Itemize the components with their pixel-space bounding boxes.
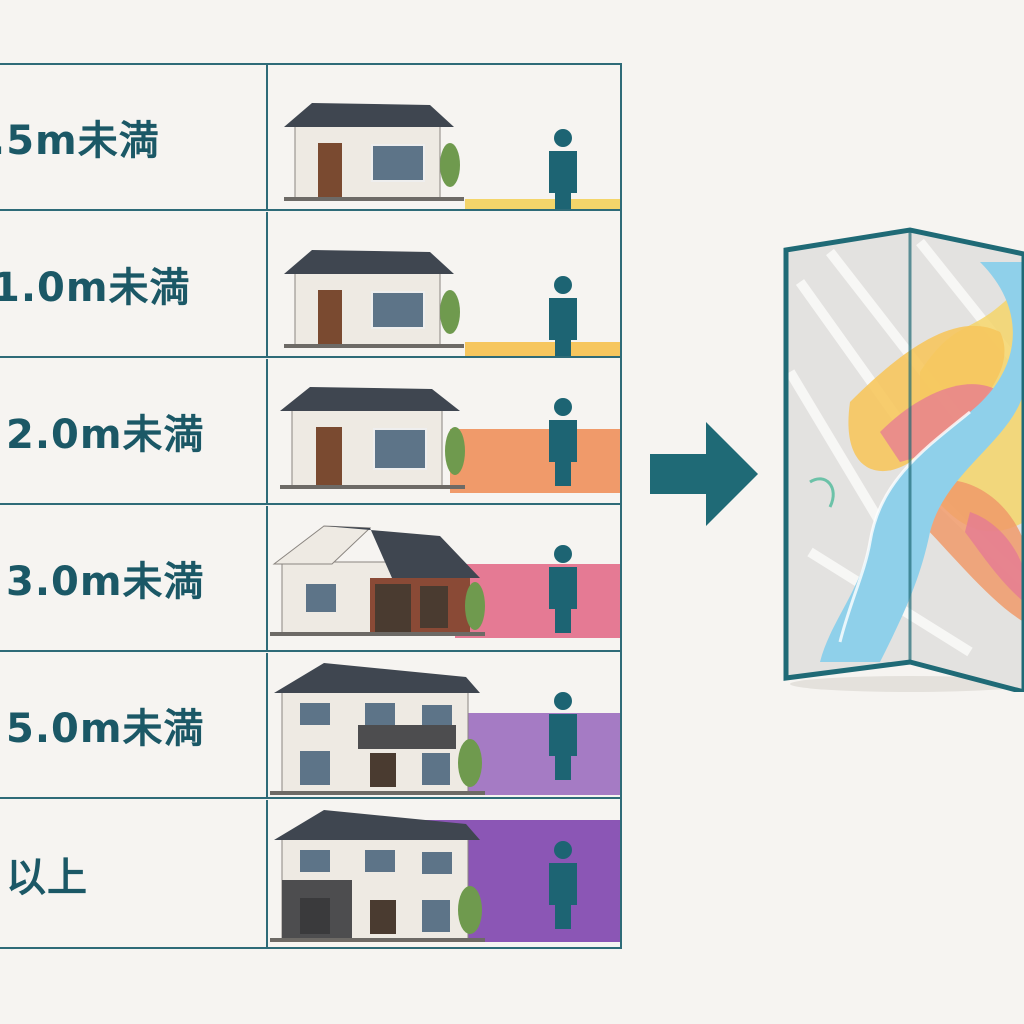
depth-label: 2.0m未満 [6,412,205,458]
person-icon [549,841,577,929]
house-icon [284,103,464,201]
depth-row-5: 5.0m未満 [0,653,620,799]
water-level-band [458,713,620,795]
person-icon [549,129,577,209]
inundation-depth-table: .5m未満 1.0m未満 [0,63,622,949]
depth-row-6: 以上 [0,800,620,947]
depth-label-cell: 1.0m未満 [0,212,268,356]
depth-label-cell: 5.0m未満 [0,653,268,797]
depth-label-cell: 3.0m未満 [0,506,268,650]
depth-label-cell: 2.0m未満 [0,359,268,503]
house-icon [284,250,464,348]
house-icon [270,810,485,942]
house-icon [280,387,465,489]
depth-row-2: 1.0m未満 [0,212,620,358]
depth-illustration [270,359,620,503]
depth-label: .5m未満 [0,118,160,164]
depth-illustration [270,65,620,209]
house-icon [270,663,485,795]
depth-illustration [270,212,620,356]
depth-label-cell: 以上 [0,800,268,947]
water-level-band [450,429,620,493]
depth-row-3: 2.0m未満 [0,359,620,505]
depth-illustration [270,653,620,797]
person-icon [549,545,577,633]
arrow-right-icon [650,422,758,526]
depth-label-cell: .5m未満 [0,65,268,209]
person-icon [549,276,577,356]
depth-label: 以上 [6,854,88,901]
depth-label: 1.0m未満 [0,265,191,311]
depth-label: 5.0m未満 [6,706,205,752]
water-level-band [465,199,620,209]
depth-row-1: .5m未満 [0,65,620,211]
hazard-map-icon [783,227,1024,692]
depth-illustration [270,506,620,650]
depth-row-4: 3.0m未満 [0,506,620,652]
water-level-band [465,342,620,356]
person-icon [549,398,577,486]
house-icon [270,525,485,636]
person-icon [549,692,577,780]
depth-illustration [270,800,620,947]
depth-label: 3.0m未満 [6,559,205,605]
